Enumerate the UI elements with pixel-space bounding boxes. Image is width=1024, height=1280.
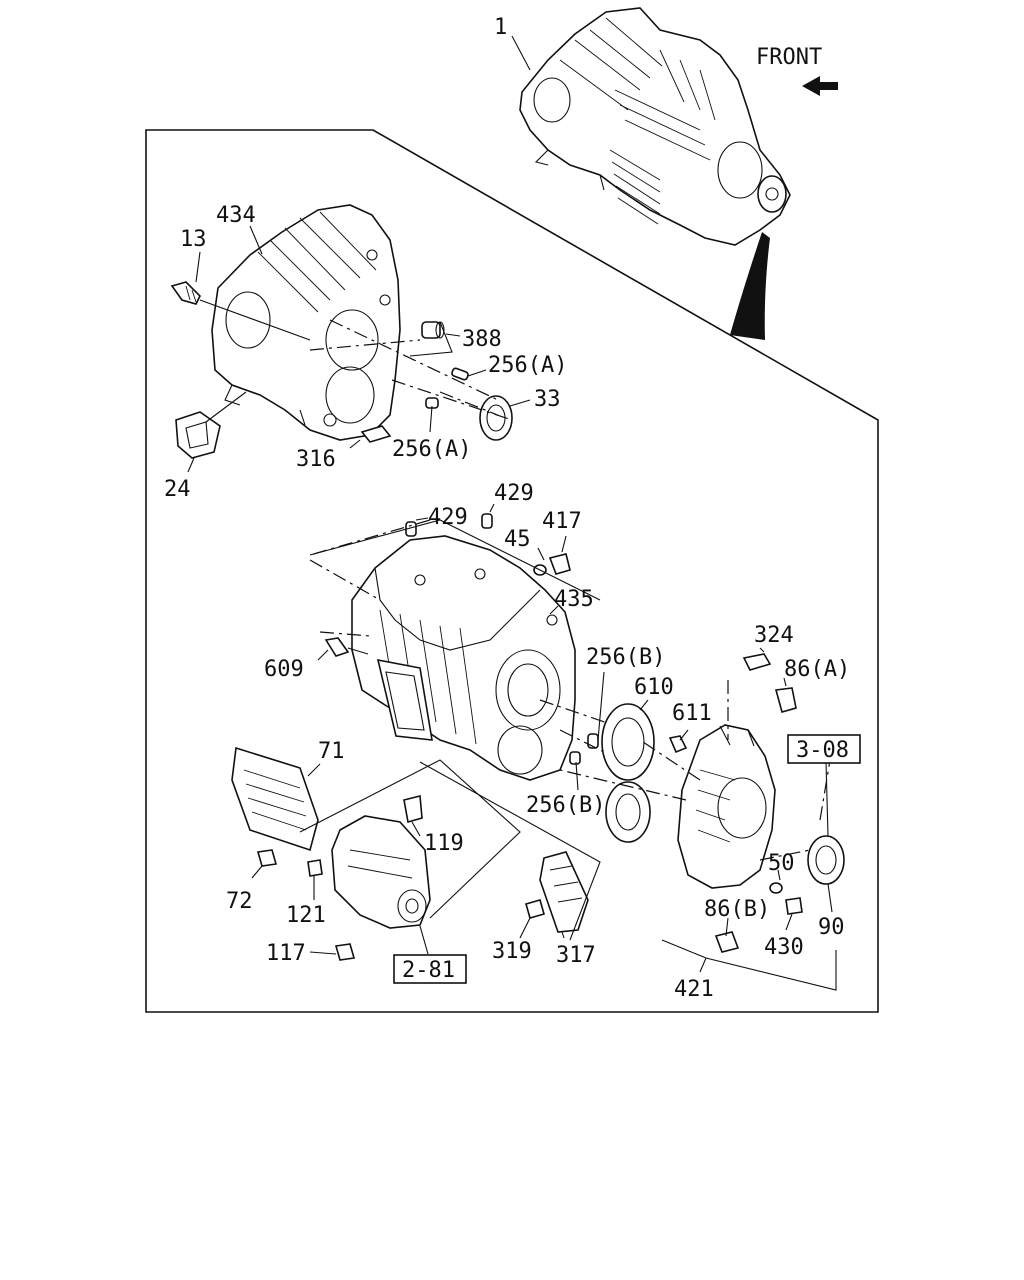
plate-316 bbox=[360, 425, 392, 443]
callout-324: 324 bbox=[754, 623, 794, 648]
callout-434: 434 bbox=[216, 203, 256, 228]
front-arrow-icon bbox=[802, 76, 838, 96]
callout-72: 72 bbox=[226, 889, 253, 914]
callout-90: 90 bbox=[818, 915, 845, 940]
callout-316: 316 bbox=[296, 447, 336, 472]
callout-429-1: 429 bbox=[494, 481, 534, 506]
curved-arrow-icon bbox=[730, 232, 770, 340]
callout-317: 317 bbox=[556, 943, 596, 968]
reference-3-08-label: 3-08 bbox=[796, 738, 849, 763]
bolt-319 bbox=[525, 899, 545, 919]
callout-121: 121 bbox=[286, 903, 326, 928]
callout-256b-1: 256(B) bbox=[586, 645, 665, 670]
bolt-86a bbox=[774, 687, 797, 713]
callout-609: 609 bbox=[264, 657, 304, 682]
callout-421: 421 bbox=[674, 977, 714, 1002]
callout-611: 611 bbox=[672, 701, 712, 726]
reference-3-08[interactable]: 3-08 bbox=[787, 734, 861, 764]
callout-429-2: 429 bbox=[428, 505, 468, 530]
callout-435: 435 bbox=[554, 587, 594, 612]
callout-256a-2: 256(A) bbox=[392, 437, 471, 462]
callout-430: 430 bbox=[764, 935, 804, 960]
pin-429-2 bbox=[481, 513, 493, 529]
bushing-388 bbox=[421, 321, 445, 339]
reference-2-81-label: 2-81 bbox=[402, 958, 455, 983]
callout-86a: 86(A) bbox=[784, 657, 850, 682]
callout-33: 33 bbox=[534, 387, 561, 412]
transmission-case-435 bbox=[351, 535, 576, 781]
callout-388: 388 bbox=[462, 327, 502, 352]
callout-319: 319 bbox=[492, 939, 532, 964]
front-label: FRONT bbox=[756, 45, 822, 70]
callout-610: 610 bbox=[634, 675, 674, 700]
oil-seal-90 bbox=[807, 835, 845, 885]
rear-cover-421 bbox=[677, 724, 776, 889]
callout-13: 13 bbox=[180, 227, 207, 252]
nut-121 bbox=[307, 859, 323, 877]
plug-417 bbox=[548, 553, 571, 575]
clutch-housing-434 bbox=[211, 204, 401, 441]
plug-430 bbox=[785, 897, 803, 915]
gasket-610 bbox=[601, 703, 655, 843]
callout-45: 45 bbox=[504, 527, 531, 552]
cover-71 bbox=[231, 746, 319, 852]
dowel-256a-1 bbox=[451, 367, 469, 381]
callout-24: 24 bbox=[164, 477, 191, 502]
bolt-609 bbox=[324, 637, 350, 657]
cover-24 bbox=[175, 411, 221, 459]
bolt-117 bbox=[334, 943, 356, 961]
dowel-256b-2 bbox=[569, 751, 581, 765]
dowel-256b-1 bbox=[587, 733, 599, 749]
callout-417: 417 bbox=[542, 509, 582, 534]
bolt-86b bbox=[714, 931, 740, 953]
cover-317 bbox=[539, 851, 589, 933]
diagram-frame bbox=[145, 129, 879, 1013]
reference-2-81[interactable]: 2-81 bbox=[393, 954, 467, 984]
pto-unit bbox=[331, 815, 431, 929]
callout-86b: 86(B) bbox=[704, 897, 770, 922]
callout-119: 119 bbox=[424, 831, 464, 856]
callout-256a-1: 256(A) bbox=[488, 353, 567, 378]
leader-lines bbox=[187, 35, 833, 973]
bolt-324 bbox=[742, 653, 772, 671]
transmission-assembly bbox=[519, 7, 791, 246]
bolt-611 bbox=[668, 735, 688, 754]
bolt-13 bbox=[170, 281, 201, 305]
washer-50 bbox=[769, 882, 783, 894]
bolt-72 bbox=[256, 849, 278, 867]
callout-50: 50 bbox=[768, 851, 795, 876]
callout-117: 117 bbox=[266, 941, 306, 966]
callout-71: 71 bbox=[318, 739, 345, 764]
stud-119 bbox=[403, 794, 423, 824]
callout-256b-2: 256(B) bbox=[526, 793, 605, 818]
callout-1: 1 bbox=[494, 15, 507, 40]
